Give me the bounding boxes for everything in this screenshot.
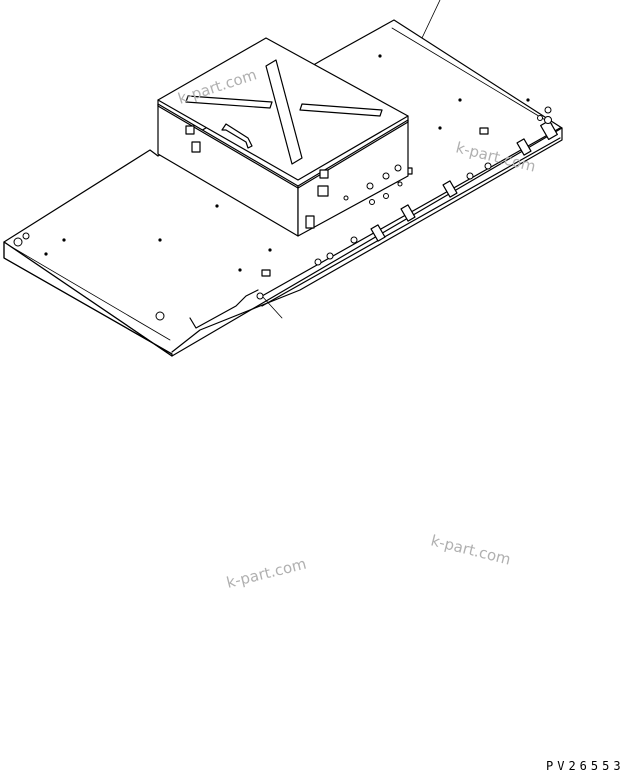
watermark-4: k-part.com (225, 555, 309, 592)
leader-lines (256, 0, 441, 319)
drawing-code: PV26553 (546, 759, 625, 773)
watermark-3: k-part.com (429, 531, 513, 568)
side-rail (261, 116, 561, 307)
tool-box (157, 37, 409, 237)
